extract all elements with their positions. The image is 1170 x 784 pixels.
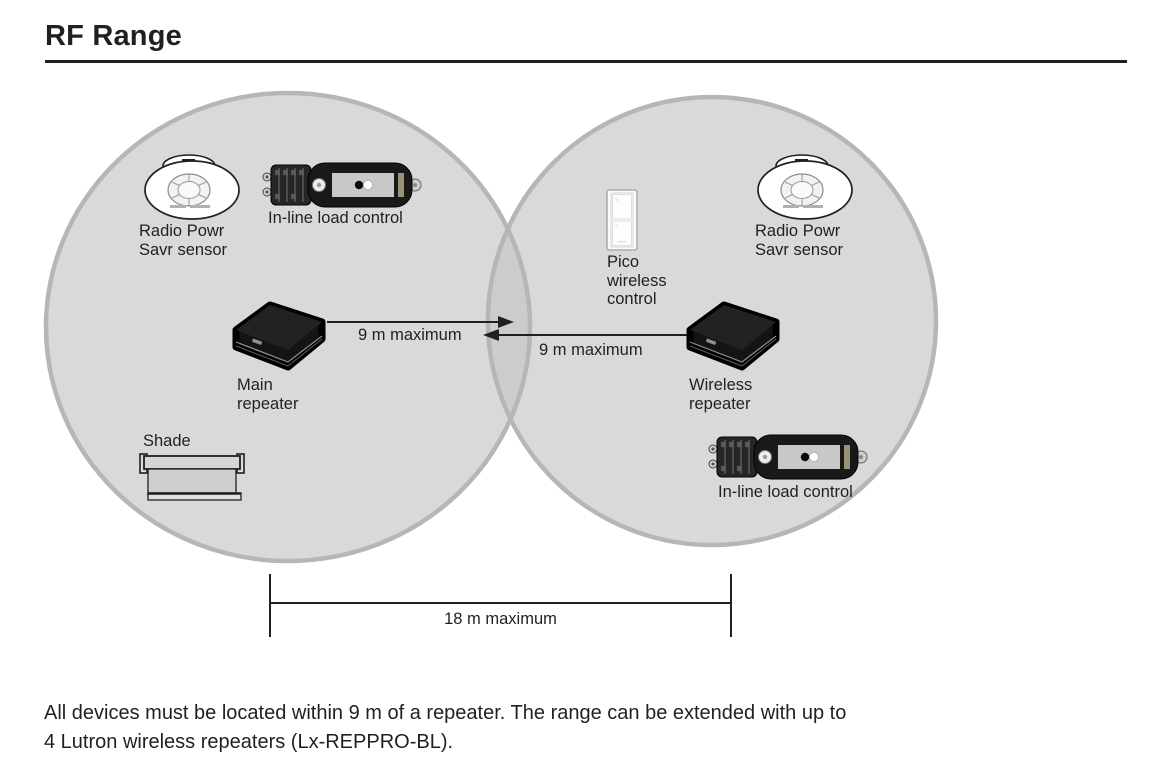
- pico-wireless-control-icon: [606, 189, 638, 251]
- radio-powr-savr-sensor-icon: [144, 154, 240, 220]
- main-repeater-icon: [232, 301, 326, 371]
- right-range-distance-label: 9 m maximum: [539, 341, 643, 359]
- main-repeater-label: Main repeater: [237, 376, 299, 413]
- wireless-repeater-icon: [686, 301, 780, 371]
- left-range-circle-border: [43, 90, 533, 564]
- title-rule: [45, 60, 1127, 63]
- main-repeater-range-arrow: [327, 316, 514, 328]
- right-inline-load-control-label: In-line load control: [718, 483, 853, 501]
- roller-shade-icon: [139, 453, 245, 501]
- arrow-right-head: [498, 316, 514, 328]
- footer-note: All devices must be located within 9 m o…: [44, 702, 847, 753]
- wireless-repeater-label: Wireless repeater: [689, 376, 753, 413]
- radio-powr-savr-sensor-icon: [757, 154, 853, 220]
- pico-wireless-control-label: Pico wireless control: [607, 253, 667, 308]
- left-range-distance-label: 9 m maximum: [358, 326, 462, 344]
- left-inline-load-control-label: In-line load control: [268, 209, 403, 227]
- shade-label: Shade: [143, 432, 191, 450]
- right-sensor-label: Radio Powr Savr sensor: [755, 222, 844, 259]
- left-sensor-label: Radio Powr Savr sensor: [139, 222, 228, 259]
- total-span-label: 18 m maximum: [444, 610, 557, 628]
- arrow-left-head: [483, 329, 499, 341]
- wireless-repeater-range-arrow: [483, 329, 690, 341]
- total-span-dimension-line: [269, 574, 732, 637]
- in-line-load-control-icon: [262, 162, 422, 208]
- in-line-load-control-icon: [708, 434, 868, 480]
- page-title: RF Range: [45, 20, 182, 52]
